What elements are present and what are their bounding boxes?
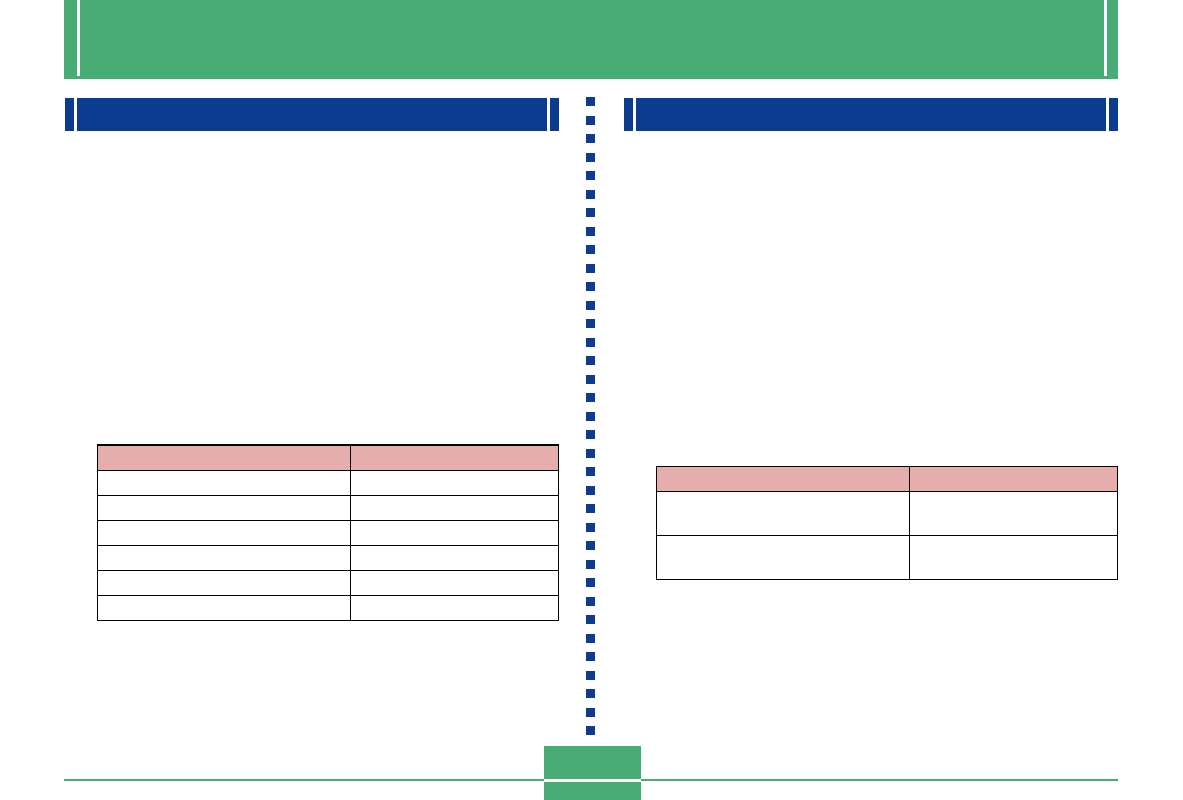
table-header-cell xyxy=(909,466,1118,492)
table-cell xyxy=(350,520,559,546)
table-header-cell xyxy=(97,444,351,471)
divider-dot xyxy=(586,356,595,365)
table-cell xyxy=(97,495,351,521)
section-stripe xyxy=(633,98,636,131)
divider-dot xyxy=(586,411,595,421)
table-row xyxy=(97,520,559,546)
table-row xyxy=(97,470,559,496)
divider-dot xyxy=(586,282,595,291)
settings-table-right xyxy=(656,466,1118,580)
divider-dot xyxy=(586,467,595,476)
table-header-row xyxy=(97,444,559,471)
table-cell xyxy=(97,570,351,596)
page-header-band xyxy=(64,0,1118,79)
table-header-cell xyxy=(656,466,910,492)
divider-dot xyxy=(586,171,595,180)
divider-dot xyxy=(586,115,595,125)
divider-dot xyxy=(586,578,595,587)
section-heading-right xyxy=(624,98,1118,131)
table-header-row xyxy=(656,466,1118,492)
divider-dot xyxy=(586,374,595,384)
divider-dot xyxy=(586,522,595,532)
table-row xyxy=(97,495,559,521)
section-stripe xyxy=(74,98,77,131)
table-cell xyxy=(350,545,559,571)
divider-dot xyxy=(586,652,595,661)
divider-dot xyxy=(586,393,595,402)
table-cell xyxy=(97,470,351,496)
divider-dot xyxy=(586,430,595,439)
page-tab-gap xyxy=(544,779,641,782)
table-cell xyxy=(97,545,351,571)
divider-dot xyxy=(586,152,595,162)
table-row xyxy=(656,491,1118,536)
column-divider xyxy=(586,97,596,737)
divider-dot xyxy=(586,504,595,513)
page-number-tab xyxy=(544,746,641,800)
header-stripe-right xyxy=(1104,0,1107,76)
divider-dot xyxy=(586,448,595,458)
table-row xyxy=(97,595,559,621)
table-cell xyxy=(656,491,910,536)
divider-dot xyxy=(586,615,595,624)
divider-dot xyxy=(586,97,595,106)
divider-dot xyxy=(586,300,595,310)
table-header-cell xyxy=(350,444,559,471)
divider-dot xyxy=(586,541,595,550)
divider-dot xyxy=(586,134,595,143)
section-stripe xyxy=(1106,98,1109,131)
divider-dot xyxy=(586,596,595,606)
divider-dot xyxy=(586,337,595,347)
table-cell xyxy=(97,595,351,621)
section-heading-left xyxy=(65,98,559,131)
table-cell xyxy=(350,570,559,596)
header-stripe-left xyxy=(77,0,80,76)
table-cell xyxy=(909,491,1118,536)
divider-dot xyxy=(586,689,595,698)
divider-dot xyxy=(586,226,595,236)
divider-dot xyxy=(586,633,595,643)
table-cell xyxy=(350,595,559,621)
settings-table-left xyxy=(97,444,559,621)
table-cell xyxy=(656,535,910,580)
table-row xyxy=(97,545,559,571)
divider-dot xyxy=(586,208,595,217)
divider-dot xyxy=(586,263,595,273)
section-stripe xyxy=(547,98,550,131)
divider-dot xyxy=(586,707,595,717)
table-cell xyxy=(350,495,559,521)
divider-dot xyxy=(586,559,595,569)
divider-dot xyxy=(586,245,595,254)
table-cell xyxy=(97,520,351,546)
divider-dot xyxy=(586,726,595,735)
table-row xyxy=(97,570,559,596)
table-row xyxy=(656,535,1118,580)
divider-dot xyxy=(586,189,595,199)
divider-dot xyxy=(586,319,595,328)
table-cell xyxy=(909,535,1118,580)
divider-dot xyxy=(586,485,595,495)
table-cell xyxy=(350,470,559,496)
divider-dot xyxy=(586,670,595,680)
